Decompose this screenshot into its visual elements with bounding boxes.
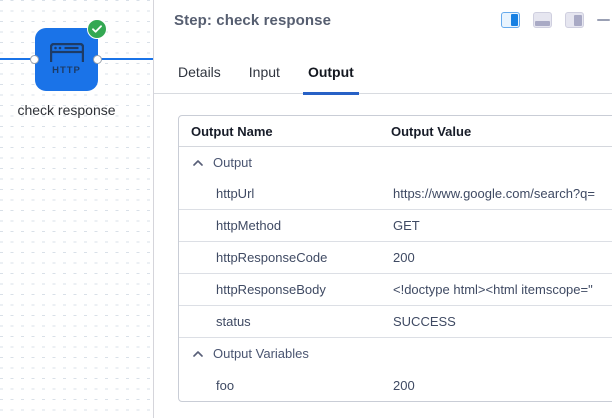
column-header-output-name: Output Name	[191, 123, 273, 139]
minimize-icon[interactable]	[597, 18, 610, 22]
output-value-cell: https://www.google.com/search?q=	[393, 186, 595, 201]
chevron-up-icon[interactable]	[193, 159, 203, 166]
table-row: foo 200	[179, 369, 612, 401]
success-check-icon	[87, 19, 107, 39]
column-header-output-value: Output Value	[391, 123, 472, 139]
chevron-up-icon[interactable]	[193, 350, 203, 357]
table-row: httpMethod GET	[179, 210, 612, 242]
output-name-cell: httpResponseBody	[216, 282, 326, 297]
http-step-node[interactable]: HTTP	[35, 28, 98, 91]
tab-bar-divider	[154, 93, 612, 94]
window-controls	[501, 12, 610, 28]
node-label: check response	[17, 102, 116, 118]
table-row: httpUrl https://www.google.com/search?q=	[179, 178, 612, 210]
output-name-cell: httpMethod	[216, 218, 282, 233]
table-row: status SUCCESS	[179, 306, 612, 338]
tab-output[interactable]: Output	[302, 60, 359, 95]
output-value-cell: 200	[393, 250, 415, 265]
node-input-port[interactable]	[30, 55, 39, 64]
output-value-cell: <!doctype html><html itemscope="	[393, 282, 593, 297]
output-table: Output Name Output Value Output httpUrl …	[178, 115, 612, 402]
output-value-cell: GET	[393, 218, 420, 233]
output-value-cell: SUCCESS	[393, 314, 456, 329]
layout-split-right-icon[interactable]	[565, 12, 584, 28]
table-header-row: Output Name Output Value	[179, 116, 612, 147]
output-value-cell: 200	[393, 377, 415, 393]
tab-details[interactable]: Details	[178, 64, 221, 80]
step-detail-panel: Step: check response Details Input Outpu…	[154, 0, 612, 418]
output-name-cell: foo	[216, 377, 235, 393]
layout-split-bottom-icon[interactable]	[533, 12, 552, 28]
tab-input[interactable]: Input	[248, 64, 280, 80]
http-node-type-label: HTTP	[52, 65, 81, 77]
group-label: Output	[213, 155, 253, 170]
panel-title: Step: check response	[174, 12, 332, 29]
table-row: httpResponseBody <!doctype html><html it…	[179, 274, 612, 306]
tab-bar: Details Input Output	[173, 60, 359, 95]
node-output-port[interactable]	[93, 55, 102, 64]
output-name-cell: httpUrl	[216, 186, 255, 201]
table-row-group-output-variables[interactable]: Output Variables	[179, 338, 612, 369]
panel-resize-divider[interactable]	[153, 0, 154, 418]
output-name-cell: httpResponseCode	[216, 250, 328, 265]
workflow-canvas[interactable]: HTTP check response	[0, 0, 153, 418]
http-browser-icon	[49, 43, 84, 63]
group-label: Output Variables	[213, 346, 309, 361]
output-name-cell: status	[216, 314, 251, 329]
table-row: httpResponseCode 200	[179, 242, 612, 274]
layout-split-left-icon[interactable]	[501, 12, 520, 28]
table-row-group-output[interactable]: Output	[179, 147, 612, 178]
